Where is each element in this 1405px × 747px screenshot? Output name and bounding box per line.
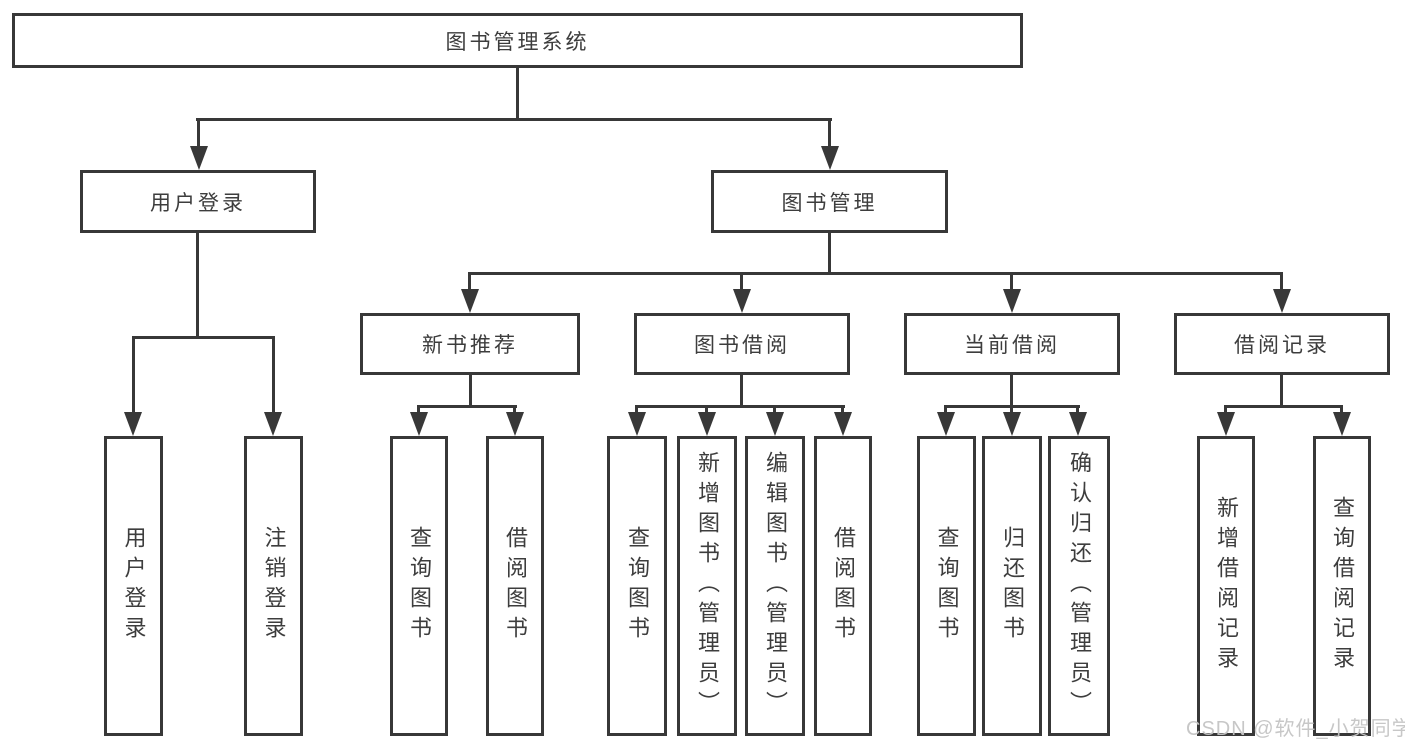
arrowhead-down-icon bbox=[1003, 289, 1021, 313]
leaf-label: 编辑图书（管理员） bbox=[763, 451, 788, 721]
arrowhead-down-icon bbox=[937, 412, 955, 436]
arrowhead-down-icon bbox=[1333, 412, 1351, 436]
connector-line bbox=[417, 405, 420, 414]
arrowhead-down-icon bbox=[1069, 412, 1087, 436]
leaf-label: 借阅图书 bbox=[503, 526, 528, 646]
connector-line bbox=[468, 272, 1283, 275]
leaf-borrow-books: 借阅图书 bbox=[814, 436, 872, 736]
connector-line bbox=[1224, 405, 1227, 414]
node-book-borrow-label: 图书借阅 bbox=[694, 334, 790, 357]
connector-line bbox=[828, 233, 831, 272]
leaf-label: 归还图书 bbox=[1000, 526, 1025, 646]
arrowhead-down-icon bbox=[190, 146, 208, 170]
connector-line bbox=[469, 375, 472, 405]
connector-line bbox=[1010, 272, 1013, 289]
connector-line bbox=[773, 405, 776, 414]
leaf-label: 注销登录 bbox=[261, 526, 287, 646]
arrowhead-down-icon bbox=[124, 412, 142, 436]
connector-line bbox=[132, 336, 275, 339]
arrowhead-down-icon bbox=[1217, 412, 1235, 436]
leaf-query-books: 查询图书 bbox=[607, 436, 667, 736]
arrowhead-down-icon bbox=[264, 412, 282, 436]
arrowhead-down-icon bbox=[1003, 412, 1021, 436]
connector-line bbox=[740, 272, 743, 289]
node-user-login-label: 用户登录 bbox=[150, 191, 246, 215]
arrowhead-down-icon bbox=[834, 412, 852, 436]
connector-line bbox=[132, 336, 135, 412]
leaf-label: 查询图书 bbox=[625, 526, 650, 646]
connector-line bbox=[1280, 272, 1283, 289]
leaf-logout: 注销登录 bbox=[244, 436, 303, 736]
arrowhead-down-icon bbox=[461, 289, 479, 313]
connector-line bbox=[944, 405, 947, 414]
connector-line bbox=[516, 68, 519, 118]
leaf-label: 用户登录 bbox=[121, 526, 147, 646]
connector-line bbox=[636, 405, 845, 408]
leaf-label: 查询图书 bbox=[407, 526, 432, 646]
connector-line bbox=[513, 405, 516, 414]
leaf-add-borrow-record: 新增借阅记录 bbox=[1197, 436, 1255, 736]
connector-line bbox=[196, 118, 832, 121]
leaf-confirm-return-admin: 确认归还（管理员） bbox=[1048, 436, 1110, 736]
leaf-return-books: 归还图书 bbox=[982, 436, 1042, 736]
connector-line bbox=[196, 233, 199, 336]
leaf-label: 查询图书 bbox=[934, 526, 960, 646]
leaf-query-books: 查询图书 bbox=[390, 436, 448, 736]
leaf-label: 新增借阅记录 bbox=[1214, 496, 1239, 676]
arrowhead-down-icon bbox=[628, 412, 646, 436]
node-current-borrow: 当前借阅 bbox=[904, 313, 1120, 375]
connector-line bbox=[272, 336, 275, 412]
leaf-add-books-admin: 新增图书（管理员） bbox=[677, 436, 737, 736]
connector-line bbox=[1076, 405, 1079, 414]
arrowhead-down-icon bbox=[698, 412, 716, 436]
leaf-label: 确认归还（管理员） bbox=[1067, 451, 1092, 721]
connector-line bbox=[418, 405, 517, 408]
node-borrow-records: 借阅记录 bbox=[1174, 313, 1390, 375]
node-root-label: 图书管理系统 bbox=[445, 30, 590, 54]
arrowhead-down-icon bbox=[821, 146, 839, 170]
leaf-label: 借阅图书 bbox=[831, 526, 856, 646]
connector-line bbox=[1010, 405, 1013, 414]
leaf-label: 新增图书（管理员） bbox=[695, 451, 720, 721]
leaf-query-books: 查询图书 bbox=[917, 436, 976, 736]
connector-line bbox=[1340, 405, 1343, 414]
connector-line bbox=[468, 272, 471, 289]
node-book-management-label: 图书管理 bbox=[781, 191, 878, 215]
connector-line bbox=[197, 118, 200, 148]
connector-line bbox=[841, 405, 844, 414]
connector-line bbox=[1280, 375, 1283, 405]
arrowhead-down-icon bbox=[506, 412, 524, 436]
leaf-edit-books-admin: 编辑图书（管理员） bbox=[745, 436, 805, 736]
leaf-label: 查询借阅记录 bbox=[1330, 496, 1355, 676]
leaf-query-borrow-record: 查询借阅记录 bbox=[1313, 436, 1371, 736]
node-borrow-records-label: 借阅记录 bbox=[1234, 334, 1330, 357]
connector-line bbox=[828, 118, 831, 148]
node-new-book-recommend-label: 新书推荐 bbox=[422, 334, 518, 357]
arrowhead-down-icon bbox=[733, 289, 751, 313]
connector-line bbox=[635, 405, 638, 414]
leaf-borrow-books: 借阅图书 bbox=[486, 436, 544, 736]
arrowhead-down-icon bbox=[410, 412, 428, 436]
node-root: 图书管理系统 bbox=[12, 13, 1023, 68]
node-new-book-recommend: 新书推荐 bbox=[360, 313, 580, 375]
csdn-watermark: CSDN @软件_小贺同学 bbox=[1186, 718, 1405, 740]
node-user-login: 用户登录 bbox=[80, 170, 316, 233]
leaf-user-login: 用户登录 bbox=[104, 436, 163, 736]
arrowhead-down-icon bbox=[1273, 289, 1291, 313]
node-current-borrow-label: 当前借阅 bbox=[964, 334, 1060, 357]
connector-line bbox=[1225, 405, 1343, 408]
connector-line bbox=[740, 375, 743, 405]
node-book-management: 图书管理 bbox=[711, 170, 948, 233]
node-book-borrow: 图书借阅 bbox=[634, 313, 850, 375]
arrowhead-down-icon bbox=[766, 412, 784, 436]
connector-line bbox=[705, 405, 708, 414]
connector-line bbox=[1010, 375, 1013, 405]
